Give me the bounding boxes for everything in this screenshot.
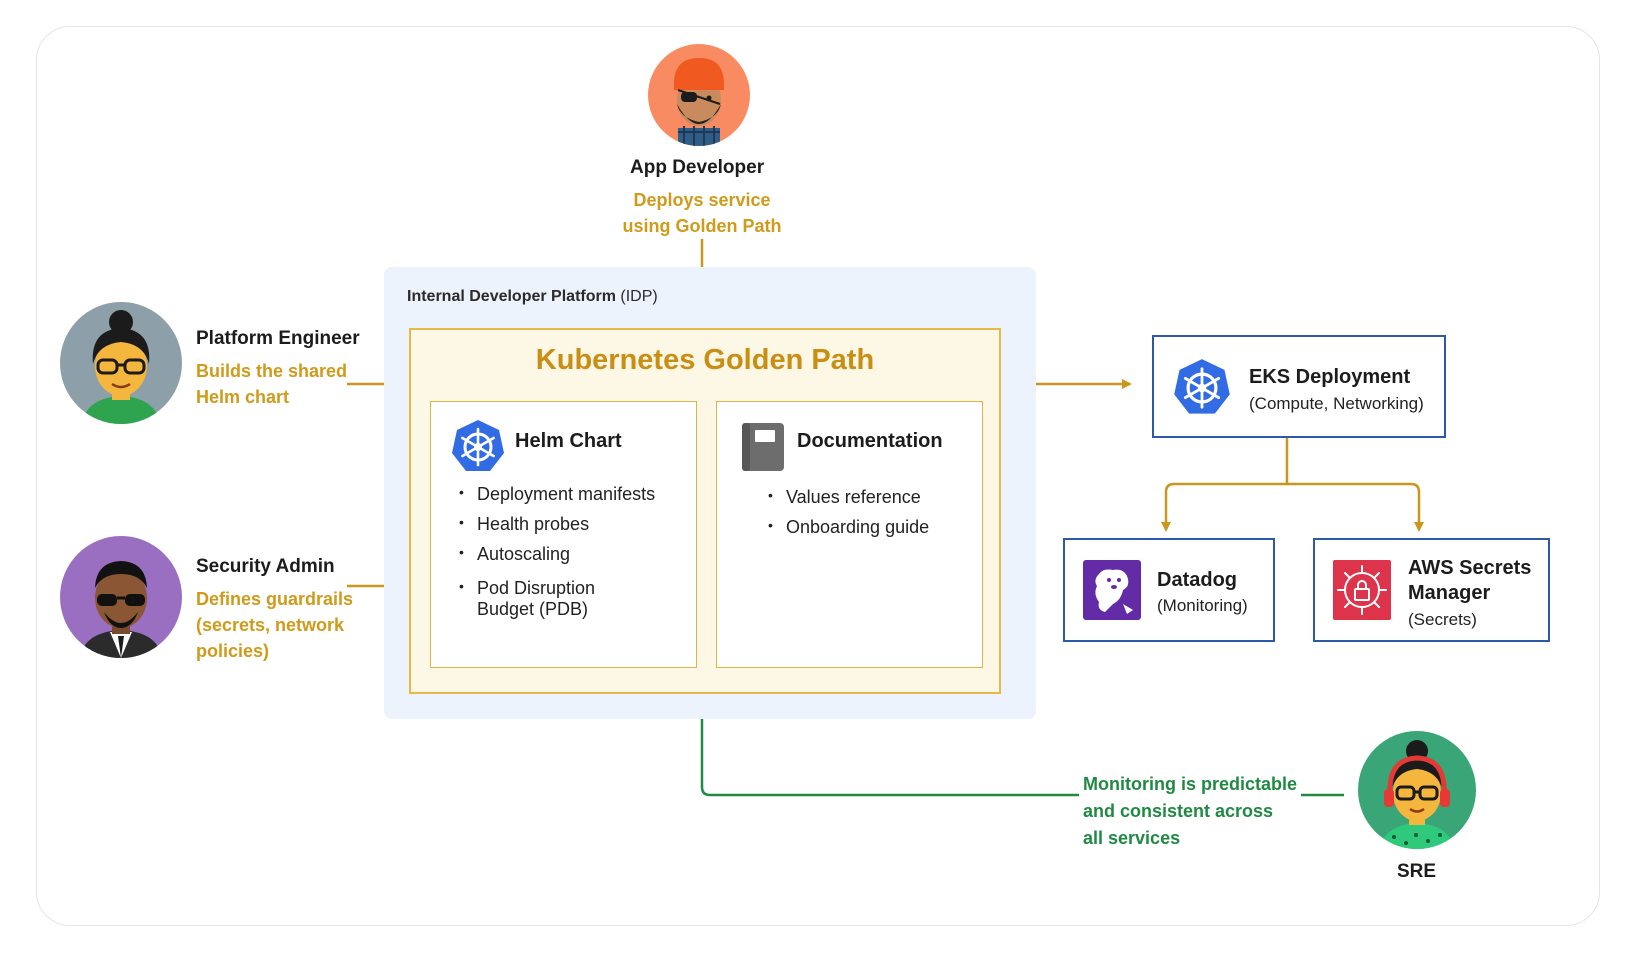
datadog-dog-icon <box>1083 560 1141 620</box>
notebook-icon <box>742 423 784 471</box>
documentation-list: Values reference Onboarding guide <box>768 487 978 538</box>
arrow-eks-to-datadog <box>1161 436 1289 532</box>
list-item: Pod Disruption <box>459 578 689 599</box>
eks-deployment-box: EKS Deployment (Compute, Networking) <box>1152 335 1446 438</box>
golden-path-box: Kubernetes Golden Path Helm Chart Deploy… <box>409 328 1001 694</box>
helm-chart-list: Deployment manifests Health probes Autos… <box>459 484 689 620</box>
list-item-continuation: Budget (PDB) <box>477 599 589 619</box>
golden-path-title: Kubernetes Golden Path <box>535 344 875 376</box>
list-item: Onboarding guide <box>768 517 978 538</box>
eks-subtitle: (Compute, Networking) <box>1249 394 1424 413</box>
security-admin-desc: Defines guardrails (secrets, network pol… <box>196 589 354 661</box>
aws-secrets-manager-box: AWS Secrets Manager (Secrets) <box>1313 538 1550 642</box>
arrow-eks-to-aws <box>1287 482 1424 532</box>
helm-chart-title: Helm Chart <box>515 430 622 452</box>
eks-title: EKS Deployment <box>1249 366 1411 388</box>
list-item: Health probes <box>459 514 689 535</box>
helm-chart-card: Helm Chart Deployment manifests Health p… <box>430 401 697 668</box>
list-item: Autoscaling <box>459 544 689 565</box>
arrow-sre-feedback <box>696 695 1344 797</box>
sre-feedback-text: Monitoring is predictable and consistent… <box>1079 771 1302 852</box>
documentation-title: Documentation <box>797 430 943 452</box>
datadog-subtitle: (Monitoring) <box>1157 596 1248 615</box>
datadog-box: Datadog (Monitoring) <box>1063 538 1275 642</box>
lock-shield-icon <box>1333 560 1391 620</box>
platform-engineer-name: Platform Engineer <box>196 328 360 349</box>
documentation-card: Documentation Values reference Onboardin… <box>716 401 983 668</box>
aws-secrets-subtitle: (Secrets) <box>1408 610 1477 629</box>
platform-engineer-avatar <box>60 302 182 424</box>
list-item: Values reference <box>768 487 978 508</box>
app-developer-avatar <box>648 44 750 146</box>
sre-name: SRE <box>1397 861 1437 882</box>
app-developer-name: App Developer <box>630 157 765 178</box>
security-admin-avatar <box>60 536 182 658</box>
sre-avatar <box>1358 731 1476 849</box>
idp-label: Internal Developer Platform (IDP) <box>407 288 658 305</box>
platform-engineer-desc: Builds the shared Helm chart <box>196 361 348 407</box>
kubernetes-wheel-icon <box>1174 359 1230 414</box>
list-item: Deployment manifests <box>459 484 689 505</box>
kubernetes-wheel-icon <box>452 420 504 471</box>
aws-secrets-title: AWS Secrets Manager <box>1408 557 1532 604</box>
app-developer-desc: Deploys service using Golden Path <box>622 190 782 236</box>
security-admin-name: Security Admin <box>196 556 335 577</box>
datadog-title: Datadog <box>1157 569 1237 591</box>
